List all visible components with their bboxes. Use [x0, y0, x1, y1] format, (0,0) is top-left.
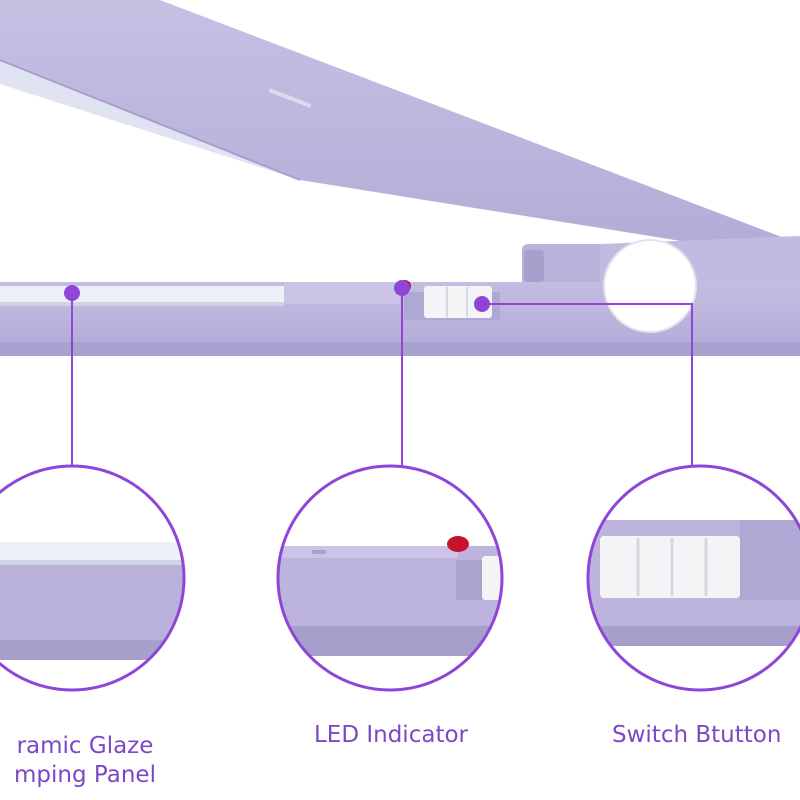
- led-marker: [394, 280, 410, 296]
- ceramic-panel-caption-line-1: ramic Glaze: [16, 733, 154, 759]
- ceramic-panel-caption: ramic Glaze mping Panel: [0, 732, 200, 790]
- switch-zoom: [586, 464, 800, 692]
- switch-button-caption-line-1: Switch Btutton: [612, 722, 782, 748]
- led-indicator-caption: LED Indicator: [291, 721, 491, 750]
- ceramic-panel-marker: [64, 285, 80, 301]
- ceramic-panel-zoom: [0, 464, 186, 692]
- led-indicator-caption-line-1: LED Indicator: [313, 722, 468, 748]
- ceramic-panel-caption-line-2: mping Panel: [14, 762, 156, 788]
- switch-button-photo: [424, 286, 492, 318]
- hinge-knob: [603, 239, 697, 333]
- switch-marker: [474, 296, 490, 312]
- led-zoom: [276, 464, 504, 692]
- ceramic-plate: [0, 286, 284, 304]
- callout-connectors: [64, 280, 693, 466]
- switch-button-caption: Switch Btutton: [612, 721, 781, 750]
- upper-arm: [0, 0, 800, 260]
